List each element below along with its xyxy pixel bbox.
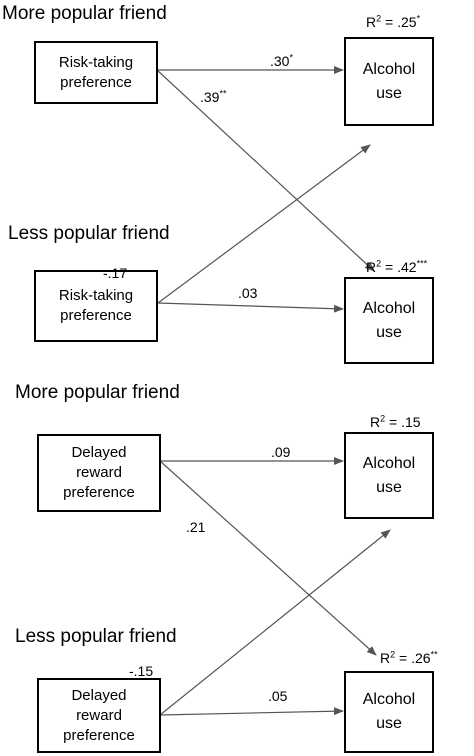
coef-top-more-to-more: .30* [270,53,293,69]
coef-value: -.15 [129,663,154,679]
coef-top-more-to-less: .39** [200,89,226,105]
box-alcohol-use-top-less: Alcohol use [344,277,434,364]
coef-top-less-to-more: -.17 [103,265,127,281]
box-line: Risk-taking [58,53,134,71]
coef-value: .09 [271,444,291,460]
box-line: Delayed [71,686,127,704]
box-line: use [376,478,402,496]
coef-stars: * [289,52,293,63]
r2-value: = .26 [395,650,431,666]
box-risk-taking-more: Risk-taking preference [34,41,158,104]
arrow-bottom-less-to-more [159,529,391,716]
r2-label: R [366,259,377,275]
box-alcohol-use-bottom-less: Alcohol use [344,671,434,753]
r2-label: R [366,14,377,30]
heading-bottom-less-popular: Less popular friend [15,626,177,647]
box-line: Alcohol [362,454,416,472]
coef-value: .03 [238,285,258,301]
r2-bottom-less: R2 = .26** [380,650,438,666]
box-delayed-reward-more: Delayed reward preference [37,434,161,512]
arrow-top-more-to-less [156,69,375,272]
coef-bottom-less-to-less: .05 [268,688,287,704]
r2-label: R [380,650,391,666]
box-line: reward [76,706,122,724]
coef-bottom-more-to-less: .21 [186,519,205,535]
coef-value: .21 [186,519,206,535]
box-line: use [376,323,402,341]
box-line: preference [60,307,132,324]
heading-top-less-popular: Less popular friend [8,223,170,244]
heading-bottom-more-popular: More popular friend [15,382,180,403]
r2-label: R [370,414,381,430]
box-line: use [376,715,402,732]
arrow-bottom-more-to-less [159,460,377,656]
r2-top-less: R2 = .42*** [366,259,427,275]
box-line: Delayed [71,444,127,461]
coef-value: -.17 [103,265,128,281]
arrow-bottom-less-to-less [159,707,344,716]
arrow-top-less-to-more [157,144,371,304]
box-alcohol-use-top-more: Alcohol use [344,37,434,126]
coef-bottom-less-to-more: -.15 [129,663,153,679]
box-line: Alcohol [362,691,416,708]
box-risk-taking-less: Risk-taking preference [34,270,158,342]
box-line: Alcohol [362,299,416,317]
coef-top-less-to-less: .03 [238,285,257,301]
r2-sup: 2 [380,413,386,424]
coef-value: .30 [270,53,290,69]
coef-bottom-more-to-more: .09 [271,444,290,460]
r2-sup: 2 [390,649,396,660]
r2-stars: *** [416,258,428,269]
box-line: Alcohol [362,60,416,78]
r2-value: = .25 [381,14,417,30]
arrow-top-less-to-less [157,302,344,313]
coef-stars: ** [219,88,227,99]
heading-top-more-popular: More popular friend [2,3,167,24]
box-line: reward [76,464,122,481]
r2-stars: * [416,13,421,24]
r2-sup: 2 [376,258,382,269]
r2-bottom-more: R2 = .15 [370,414,421,430]
box-delayed-reward-less: Delayed reward preference [37,678,161,753]
coef-value: .05 [268,688,288,704]
r2-top-more: R2 = .25* [366,14,420,30]
box-line: preference [60,73,132,91]
box-line: preference [63,484,135,501]
box-alcohol-use-bottom-more: Alcohol use [344,432,434,519]
box-line: Risk-taking [58,287,134,304]
coef-value: .39 [200,89,220,105]
r2-stars: ** [430,649,438,660]
r2-value: = .42 [381,259,417,275]
r2-value: = .15 [385,414,421,430]
box-line: preference [63,726,135,744]
box-line: use [376,84,402,102]
r2-sup: 2 [376,13,382,24]
